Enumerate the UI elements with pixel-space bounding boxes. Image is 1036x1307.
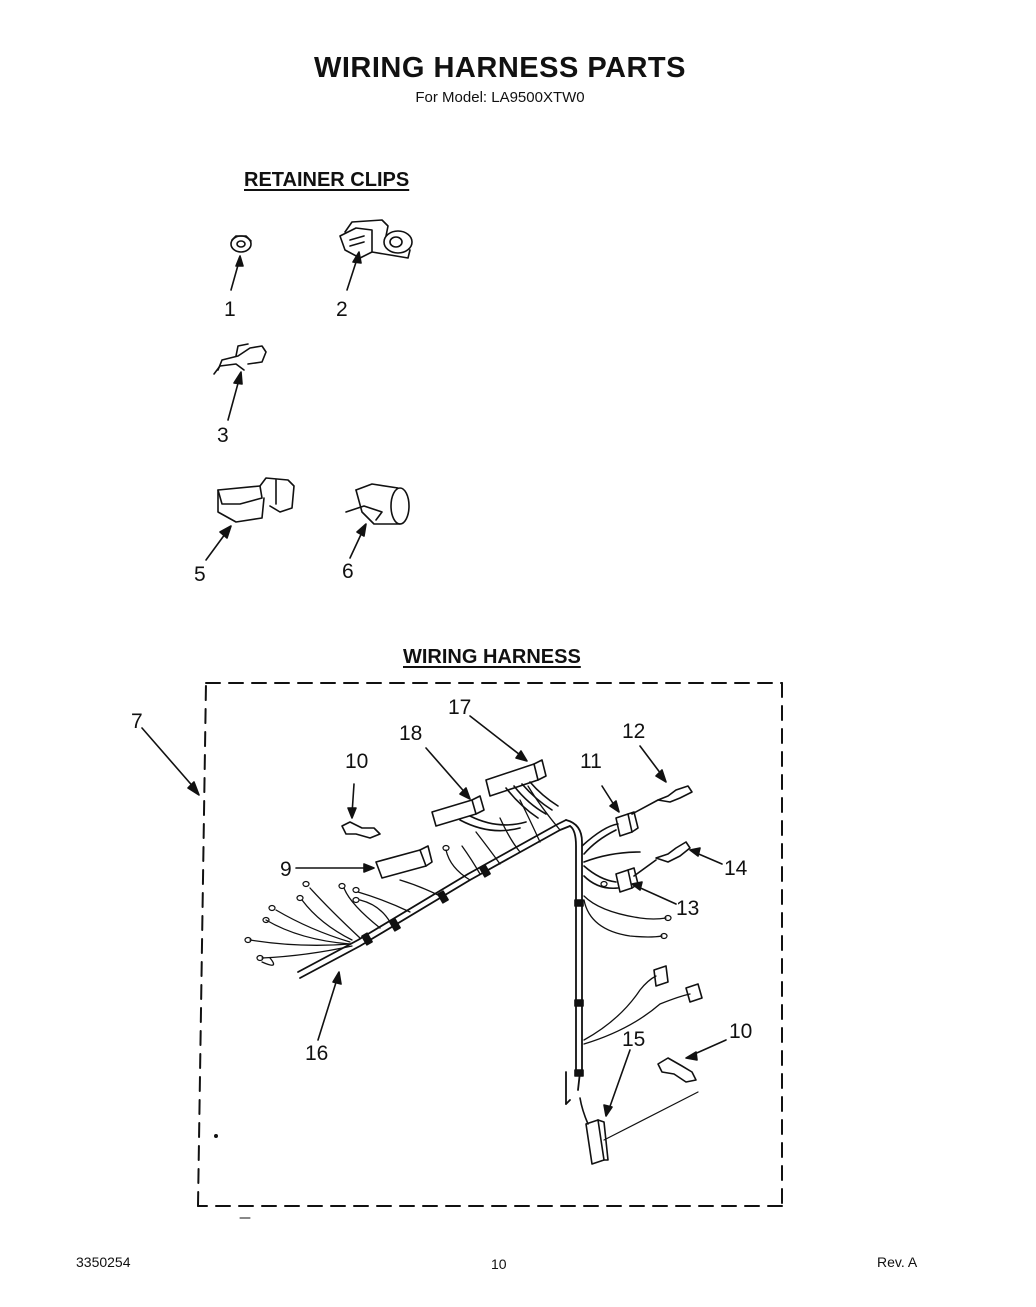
callout-2: 2: [336, 298, 348, 321]
terminal-14: [583, 841, 723, 877]
connector-13: [583, 865, 677, 905]
callout-18: 18: [399, 722, 423, 745]
callout-15: 15: [622, 1028, 646, 1051]
harness-trunk: [297, 819, 583, 1105]
harness-right-wires: [583, 895, 691, 1045]
leader-16: [317, 971, 342, 1041]
harness-left-wires: [249, 785, 561, 966]
callout-12: 12: [622, 720, 646, 743]
callout-13: 13: [676, 897, 700, 920]
model-subtitle: For Model: LA9500XTW0: [415, 89, 585, 106]
callout-6: 6: [342, 560, 354, 583]
page-number: 10: [491, 1256, 507, 1272]
plug-connectors: [653, 965, 703, 1003]
clip-5-drawing: [205, 477, 295, 561]
wiring-harness-heading: WIRING HARNESS: [403, 646, 581, 668]
callout-17: 17: [448, 696, 472, 719]
wire-terminals: [244, 844, 672, 962]
document-number: 3350254: [76, 1254, 131, 1270]
callout-1: 1: [224, 298, 236, 321]
callout-5: 5: [194, 563, 206, 586]
callout-9: 9: [280, 858, 292, 881]
clip-2-drawing: [339, 219, 413, 291]
connector-15: [579, 1049, 631, 1165]
page-title: WIRING HARNESS PARTS: [314, 52, 686, 84]
terminal-12: [631, 745, 693, 815]
callout-16: 16: [305, 1042, 329, 1065]
connector-18: [425, 747, 527, 832]
revision-label: Rev. A: [877, 1254, 918, 1270]
connector-11: [581, 785, 639, 855]
terminal-10-lower: [603, 1039, 727, 1141]
retainer-clips-heading: RETAINER CLIPS: [244, 169, 410, 191]
terminal-10-upper: [341, 783, 381, 839]
callout-11: 11: [580, 750, 602, 773]
clip-6-drawing: [345, 483, 410, 559]
harness-frame: [197, 682, 783, 1207]
callout-14: 14: [724, 857, 748, 880]
wire-ties: [361, 864, 584, 1077]
callout-7: 7: [131, 710, 143, 733]
clip-3-drawing: [213, 343, 267, 421]
connector-17: [469, 715, 559, 819]
callout-10-lower: 10: [729, 1020, 753, 1043]
callout-10-upper: 10: [345, 750, 369, 773]
callout-3: 3: [217, 424, 229, 447]
clip-1-drawing: [230, 235, 252, 291]
connector-9: [295, 845, 433, 879]
